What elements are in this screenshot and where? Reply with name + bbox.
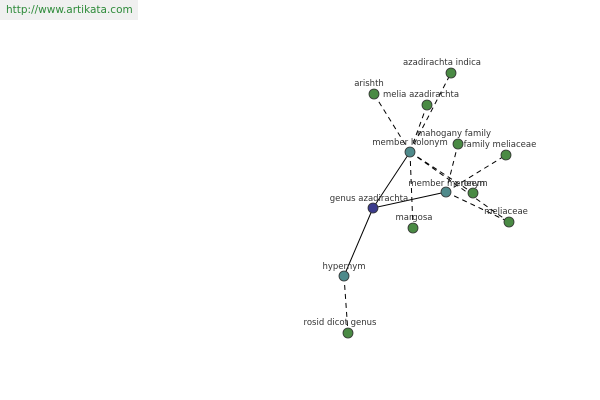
node-meronym[interactable]: member meronym [408, 179, 488, 198]
node-circle-melia[interactable] [421, 99, 433, 111]
node-mahogany[interactable]: mahogany family [417, 129, 491, 150]
edge-hypernym-rosid [343, 275, 349, 334]
node-circle-hypernym[interactable] [338, 270, 350, 282]
edge-holonym-arishth [373, 93, 411, 153]
edge-meronym-familymel [445, 154, 507, 193]
node-rosid[interactable]: rosid dicot genus [304, 318, 377, 339]
edge-genus-meronym [372, 191, 447, 209]
edge-genus-holonym [372, 151, 411, 209]
node-label-genus: genus azadirachta [330, 194, 408, 204]
node-label-margosa: margosa [395, 213, 432, 223]
node-circle-margosa[interactable] [407, 222, 419, 234]
node-circle-arishth[interactable] [368, 88, 380, 100]
node-label-holonym: member holonym [372, 138, 447, 148]
node-arishth[interactable]: arishth [354, 79, 384, 100]
node-circle-rosid[interactable] [342, 327, 354, 339]
node-label-melia: melia azadirachta [383, 90, 459, 100]
edge-holonym-margosa [409, 151, 414, 229]
node-label-mahogany: mahogany family [417, 129, 491, 139]
node-circle-familymel[interactable] [500, 149, 512, 161]
node-label-neem: neem [461, 179, 485, 189]
source-url-banner[interactable]: http://www.artikata.com [0, 0, 138, 20]
edge-genus-hypernym [343, 207, 374, 277]
nodes-layer: genus azadirachta member holonym member me… [304, 58, 537, 339]
node-circle-meliaceae[interactable] [503, 216, 515, 228]
node-genus[interactable]: genus azadirachta [330, 194, 408, 214]
node-circle-holonym[interactable] [404, 146, 416, 158]
node-label-rosid: rosid dicot genus [304, 318, 377, 328]
node-indica[interactable]: azadirachta indica [403, 58, 481, 79]
node-circle-meronym[interactable] [440, 186, 452, 198]
node-circle-mahogany[interactable] [452, 138, 464, 150]
edge-holonym-indica [409, 72, 452, 153]
edge-meronym-meliaceae [445, 191, 510, 223]
node-label-arishth: arishth [354, 79, 384, 89]
node-label-meronym: member meronym [408, 179, 487, 189]
node-label-familymel: family meliaceae [464, 140, 537, 150]
node-label-meliaceae: meliaceae [484, 207, 528, 217]
edge-holonym-meliaceae [409, 151, 510, 223]
node-margosa[interactable]: margosa [395, 213, 433, 234]
node-holonym[interactable]: member holonym [372, 138, 448, 158]
node-familymel[interactable]: family meliaceae [464, 140, 537, 161]
node-meliaceae[interactable]: meliaceae [484, 207, 528, 228]
node-neem[interactable]: neem [461, 179, 485, 199]
node-label-indica: azadirachta indica [403, 58, 481, 68]
node-label-hypernym: hypernym [322, 262, 365, 272]
node-circle-neem[interactable] [467, 187, 479, 199]
node-hypernym[interactable]: hypernym [322, 262, 366, 282]
node-circle-genus[interactable] [367, 202, 379, 214]
node-circle-indica[interactable] [445, 67, 457, 79]
node-melia[interactable]: melia azadirachta [383, 90, 459, 111]
edges-layer [343, 72, 510, 334]
